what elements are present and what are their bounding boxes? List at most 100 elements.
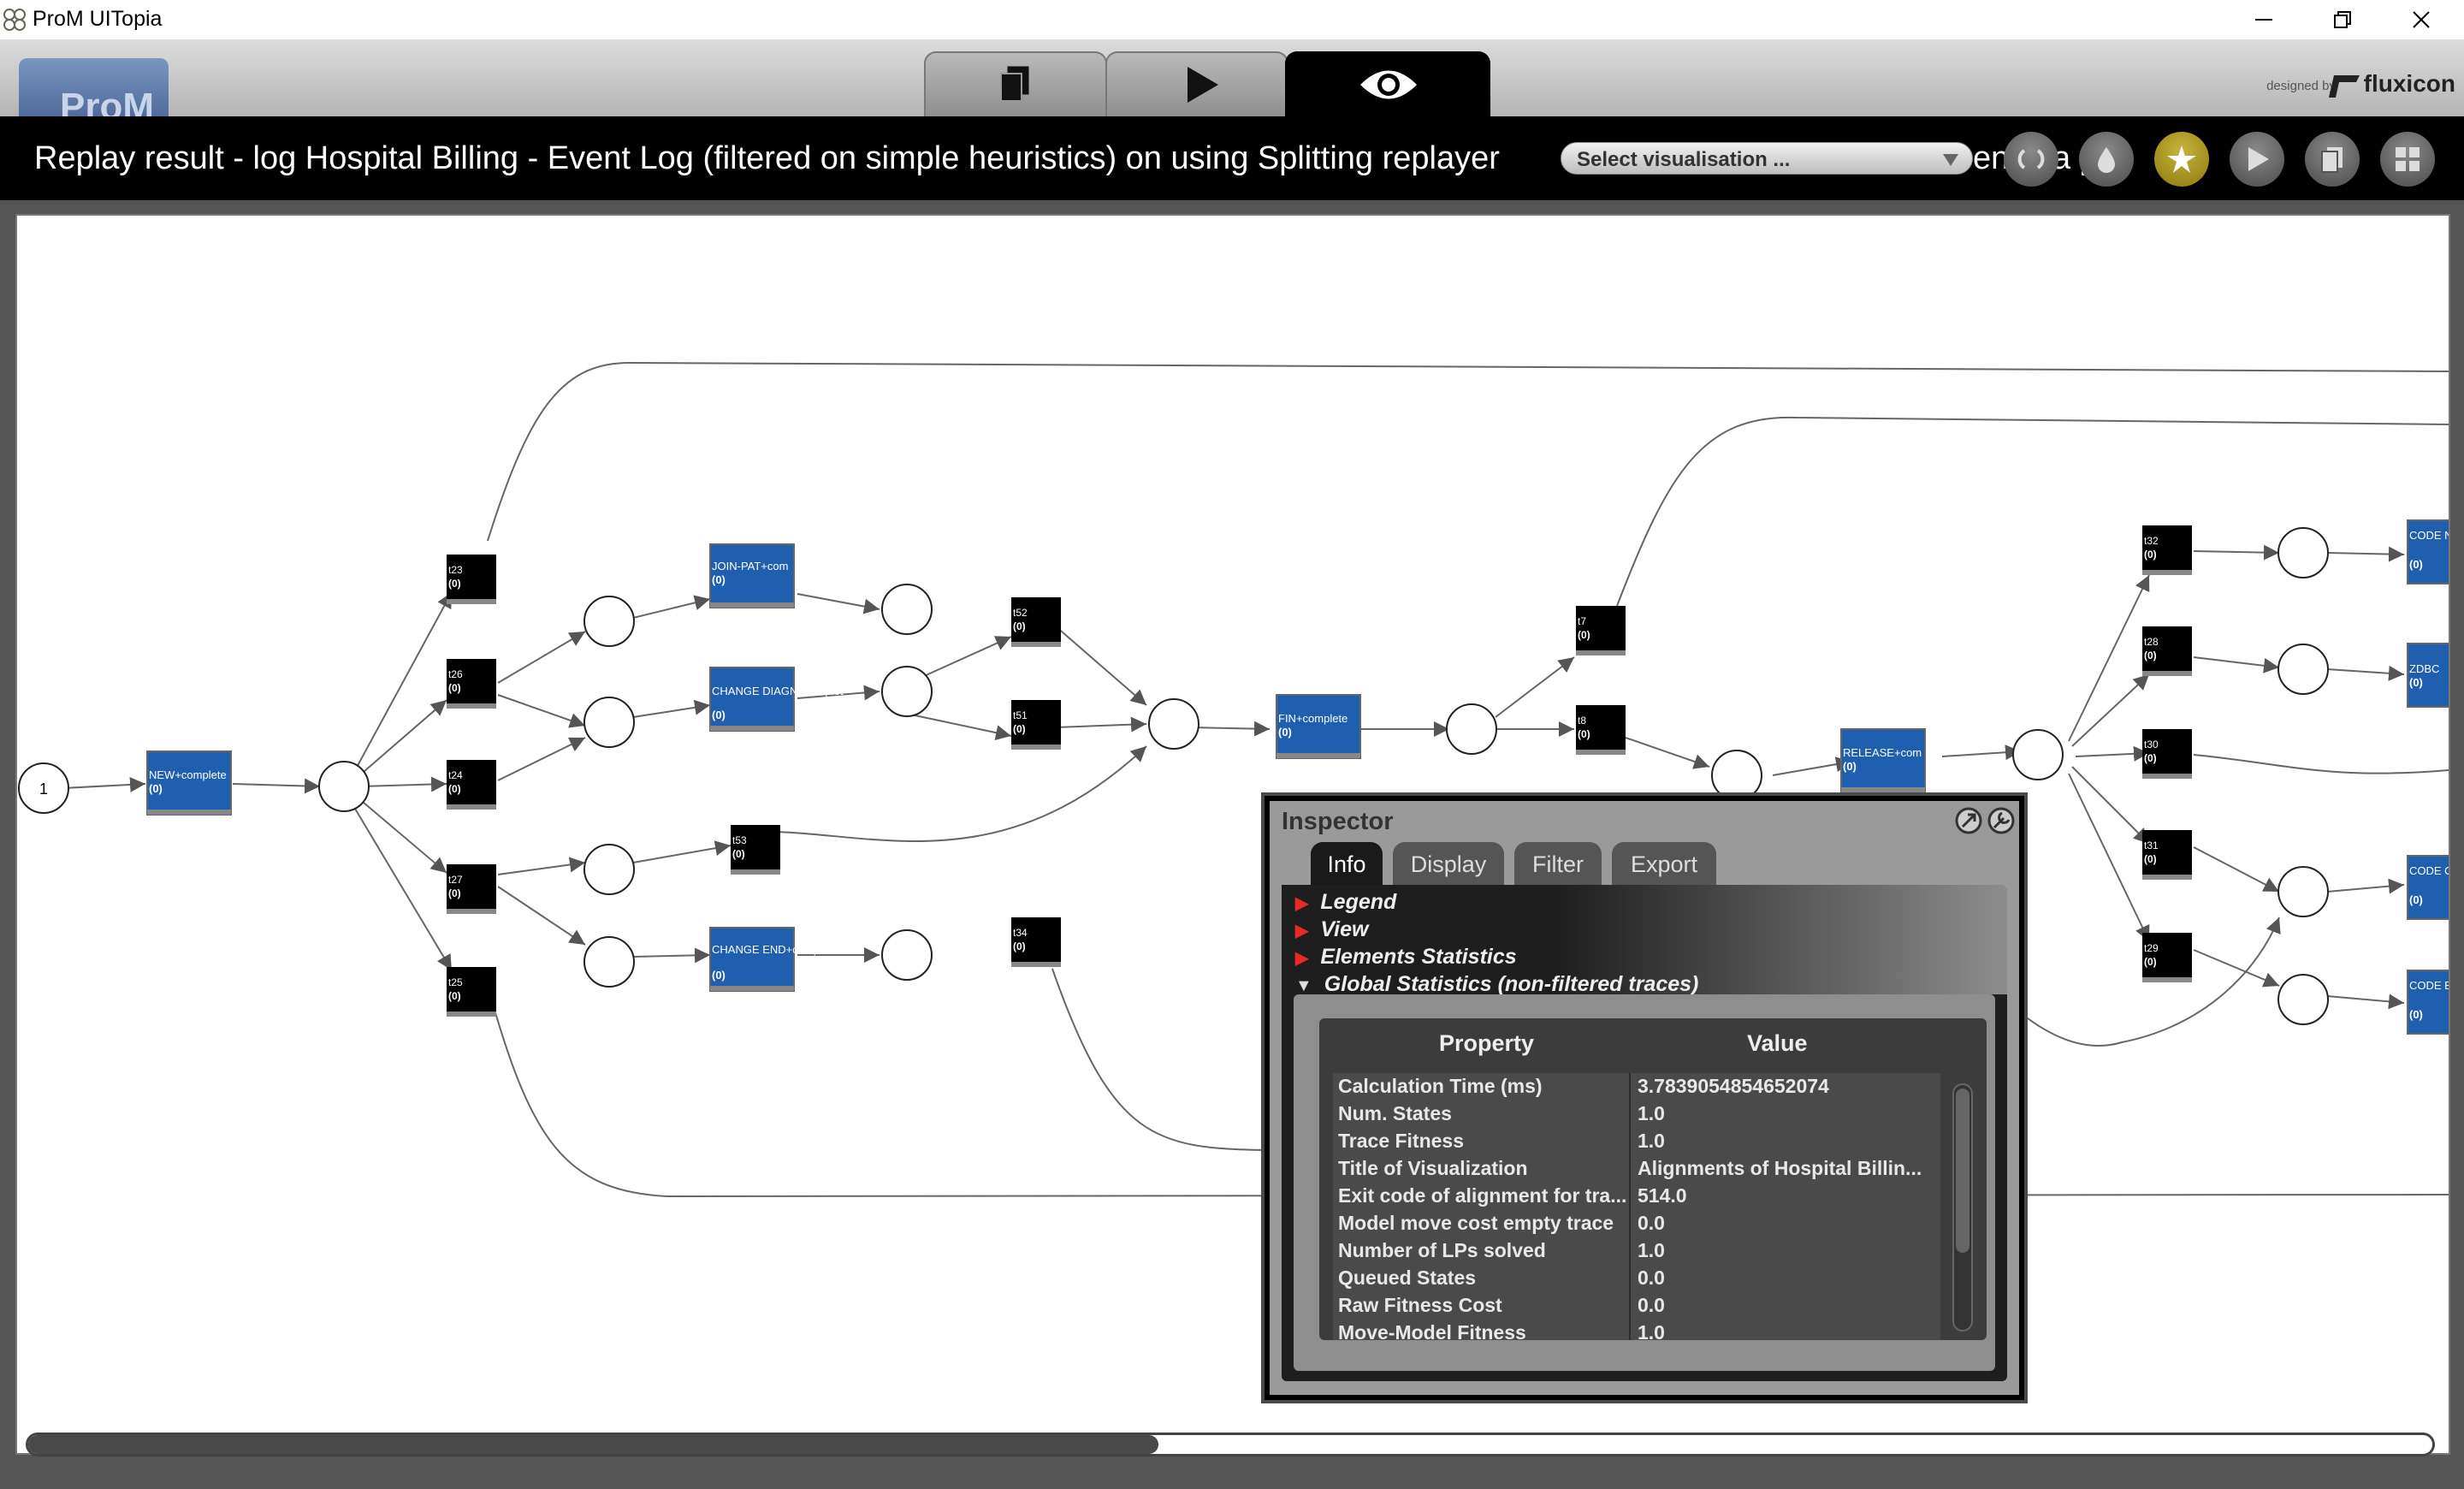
transition-t29[interactable]: t29 (0) — [2142, 933, 2192, 982]
place[interactable] — [1446, 703, 1497, 755]
transition-t30[interactable]: t30 (0) — [2142, 729, 2192, 779]
view-title-bar: Replay result - log Hospital Billing - E… — [0, 116, 2464, 200]
table-row-property: Queued States — [1338, 1267, 1477, 1289]
svg-text:(0): (0) — [2144, 752, 2157, 764]
transition-t25[interactable]: t25 (0) — [447, 967, 496, 1017]
place[interactable] — [583, 697, 635, 748]
copy-icon — [1000, 66, 1029, 102]
close-button[interactable] — [2382, 0, 2461, 39]
transition-t28[interactable]: t28 (0) — [2142, 626, 2192, 676]
transition-t51[interactable]: t51 (0) — [1011, 700, 1061, 750]
tab-display[interactable]: Display — [1393, 842, 1504, 885]
transition-new[interactable]: NEW+complete (0) — [146, 750, 232, 816]
minimize-button[interactable] — [2224, 0, 2303, 39]
transition-change-end[interactable]: CHANGE END+complete (0) — [709, 927, 838, 992]
table-row-property: Number of LPs solved — [1338, 1239, 1546, 1261]
horizontal-scrollbar[interactable] — [26, 1433, 2435, 1456]
transition-t7[interactable]: t7 (0) — [1576, 606, 1626, 656]
transition-t26[interactable]: t26 (0) — [447, 659, 496, 709]
section-global-statistics[interactable]: ▼ Global Statistics (non-filtered traces) — [1295, 972, 1698, 997]
place[interactable] — [583, 844, 635, 895]
svg-text:t51: t51 — [1013, 709, 1028, 721]
transition-change-diagn[interactable]: CHANGE DIAGN+complet (0) — [709, 667, 844, 732]
section-view[interactable]: ▶View — [1295, 917, 1368, 942]
table-row-value: 3.7839054854652074 — [1638, 1075, 1829, 1097]
place[interactable] — [881, 584, 933, 635]
column-header-property: Property — [1439, 1030, 1535, 1056]
table-row-value: 0.0 — [1638, 1267, 1665, 1289]
inspector-body: Inspector Info Display Filter Export ▶Le… — [1270, 801, 2019, 1395]
expand-arrow-icon: ▶ — [1295, 894, 1309, 913]
section-legend[interactable]: ▶ Legend — [1295, 890, 1396, 915]
transition-fin[interactable]: FIN+complete (0) — [1276, 694, 1361, 759]
expand-arrow-icon: ▶ — [1295, 949, 1309, 968]
petri-net-canvas[interactable]: 1 NEW+complete (0) JOIN-PAT+com (0) CHAN… — [15, 214, 2450, 1455]
visualisation-select[interactable]: Select visualisation ... — [1561, 142, 1973, 175]
place[interactable] — [1148, 698, 1199, 750]
svg-text:(0): (0) — [2409, 893, 2423, 906]
place[interactable] — [318, 761, 370, 812]
favorite-button[interactable] — [2154, 132, 2209, 187]
wrench-icon[interactable] — [1987, 806, 2016, 835]
restore-button[interactable] — [2303, 0, 2382, 39]
transition-t53[interactable]: t53 (0) — [731, 825, 780, 875]
transition-code-error[interactable]: CODE ERROR (0) — [2407, 970, 2449, 1035]
play-button[interactable] — [2230, 132, 2284, 187]
place[interactable] — [2277, 974, 2329, 1025]
transition-t52[interactable]: t52 (0) — [1011, 597, 1061, 647]
transition-t34[interactable]: t34 (0) — [1011, 917, 1061, 967]
place[interactable] — [881, 929, 933, 981]
tab-info[interactable]: Info — [1311, 842, 1383, 885]
place[interactable] — [2012, 729, 2064, 780]
svg-text:(0): (0) — [1013, 723, 1026, 735]
svg-text:t30: t30 — [2144, 739, 2159, 750]
svg-text:(0): (0) — [2144, 549, 2157, 561]
transition-join-pat[interactable]: JOIN-PAT+com (0) — [709, 543, 795, 608]
svg-text:(0): (0) — [2409, 676, 2423, 689]
svg-text:(0): (0) — [1578, 629, 1590, 641]
copy-button[interactable] — [2305, 132, 2360, 187]
table-row-value: 1.0 — [1638, 1239, 1665, 1261]
place[interactable] — [2277, 866, 2329, 917]
table-scrollbar-thumb[interactable] — [1956, 1089, 1969, 1253]
transition-zdbc[interactable]: ZDBC (0) — [2407, 643, 2449, 708]
petri-net-graph[interactable]: 1 NEW+complete (0) JOIN-PAT+com (0) CHAN… — [17, 216, 2449, 1453]
svg-text:(0): (0) — [2144, 853, 2157, 865]
transition-t31[interactable]: t31 (0) — [2142, 830, 2192, 880]
table-vertical-scrollbar[interactable] — [1952, 1083, 1973, 1332]
section-legend-label: Legend — [1320, 890, 1397, 914]
tab-filter[interactable]: Filter — [1514, 842, 1602, 885]
grid-icon — [2396, 147, 2420, 171]
transition-t24[interactable]: t24 (0) — [447, 760, 496, 810]
minimize-icon — [2255, 19, 2272, 21]
svg-text:(0): (0) — [732, 848, 745, 860]
start-place[interactable] — [18, 762, 69, 814]
place[interactable] — [583, 936, 635, 988]
horizontal-scrollbar-thumb[interactable] — [28, 1435, 1158, 1454]
color-drop-button[interactable] — [2079, 132, 2134, 187]
place[interactable] — [2277, 644, 2329, 695]
svg-text:(0): (0) — [448, 783, 461, 795]
place[interactable] — [583, 596, 635, 647]
collapse-arrow-icon: ▼ — [1295, 976, 1312, 995]
transition-release[interactable]: RELEASE+com (0) — [1840, 728, 1926, 793]
place[interactable] — [2277, 527, 2329, 578]
table-row-value: 1.0 — [1638, 1321, 1665, 1340]
transition-t8[interactable]: t8 (0) — [1576, 705, 1626, 755]
place[interactable] — [881, 666, 933, 717]
section-elements-statistics[interactable]: ▶Elements Statistics — [1295, 945, 1517, 970]
tab-export[interactable]: Export — [1612, 842, 1716, 885]
transition-code-nok[interactable]: CODE NOK+c (0) — [2407, 519, 2449, 584]
unpin-icon[interactable] — [1954, 806, 1983, 835]
transition-t32[interactable]: t32 (0) — [2142, 525, 2192, 575]
transition-t23[interactable]: t23 (0) — [447, 555, 496, 604]
tab-actions[interactable] — [1105, 51, 1288, 116]
tab-views[interactable] — [1285, 51, 1490, 116]
grid-layout-button[interactable] — [2380, 132, 2435, 187]
tab-workspace[interactable] — [924, 51, 1107, 116]
transition-t27[interactable]: t27 (0) — [447, 864, 496, 914]
svg-text:CHANGE END+complete: CHANGE END+complete — [712, 943, 838, 956]
refresh-button[interactable] — [2004, 132, 2058, 187]
section-global-statistics-label: Global Statistics (non-filtered traces) — [1324, 972, 1699, 996]
transition-code-ok[interactable]: CODE OK+co (0) — [2407, 855, 2449, 920]
